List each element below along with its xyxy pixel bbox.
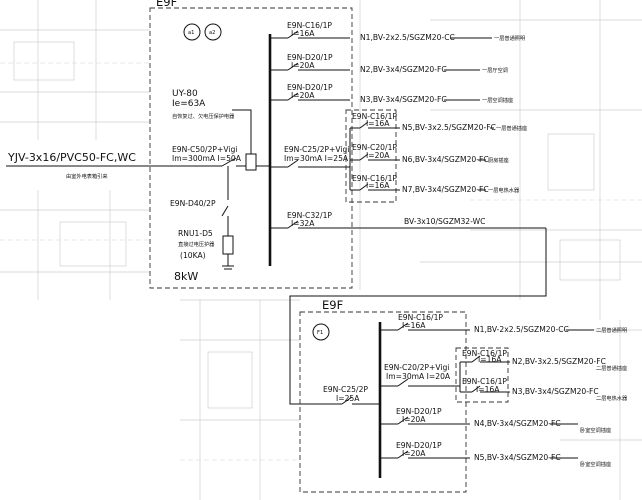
p2-circuit-bottom-1-breaker: E9N-D20/1P bbox=[396, 407, 442, 416]
symbol-a1-label: a1 bbox=[188, 30, 194, 36]
protector-model: UY-80 bbox=[172, 89, 198, 99]
spd-device bbox=[222, 235, 234, 255]
p1-circuit-3-desc: 一层空调插座 bbox=[482, 96, 513, 104]
symbol-a2-label: a2 bbox=[209, 30, 215, 36]
spd-breaker-label: E9N-D40/2P bbox=[170, 199, 216, 208]
symbol-a2: a2 bbox=[204, 23, 222, 41]
p2-circuit-bottom-2-desc: 卧室空调插座 bbox=[580, 460, 611, 468]
p1-rcd-breaker: E9N-C25/2P+Vigi bbox=[284, 145, 349, 154]
p1-sub-3-rating: I=16A bbox=[366, 181, 390, 190]
p2-main-rating: I=25A bbox=[336, 394, 360, 403]
p1-feeder: E9N-C32/1P I=32A BV-3x10/SGZM32-WC bbox=[270, 211, 547, 405]
p2-sub-1-rating: I=16A bbox=[478, 355, 502, 364]
p2-main-breaker: E9N-C25/2P bbox=[323, 385, 368, 394]
p1-sub-1-rating: I=16A bbox=[366, 119, 390, 128]
panel-2: E9F F1 E9N-C25/2P I=25A E9N-C16/1P I=16A… bbox=[299, 298, 628, 493]
p2-sub-1-cable: N2,BV-3x2.5/SGZM20-FC bbox=[512, 357, 606, 366]
symbol-a1: a1 bbox=[183, 23, 201, 41]
spd-note: 直接过电压护器 bbox=[178, 240, 215, 248]
p2-rcd-rating: Im=30mA I=20A bbox=[386, 372, 451, 381]
p2-sub-1-breaker: E9N-C16/1P bbox=[462, 349, 507, 358]
p2-sub-2-rating: I=16A bbox=[476, 385, 500, 394]
p1-sub-3-desc: 一层电热水器 bbox=[488, 186, 520, 194]
p2-sub-1-desc: 二层普通插座 bbox=[596, 364, 627, 372]
p1-rcd-group: E9N-C25/2P+Vigi Im=30mA I=25A E9N-C16/1P… bbox=[270, 109, 527, 203]
panel-1-label: E9F bbox=[156, 0, 177, 9]
symbol-f1: F1 bbox=[312, 323, 330, 341]
p2-rcd-group: E9N-C20/2P+Vigi Im=30mA I=20A E9N-C16/1P… bbox=[380, 347, 628, 403]
p2-circuit-bottom-2-cable: N5,BV-3x4/SGZM20-FC bbox=[474, 453, 561, 462]
p2-sub-2-breaker: E9N-C16/1P bbox=[462, 377, 507, 386]
p1-circuit-2-breaker: E9N-D20/1P bbox=[287, 53, 333, 62]
p2-rcd-breaker: E9N-C20/2P+Vigi bbox=[384, 363, 449, 372]
p1-circuit-1-cable: N1,BV-2x2.5/SGZM20-CC bbox=[360, 33, 455, 42]
main-breaker-rating: Im=300mA I=50A bbox=[172, 154, 242, 163]
protector-lead bbox=[232, 109, 252, 154]
p2-circuit-top-breaker: E9N-C16/1P bbox=[398, 313, 443, 322]
p2-sub-enclosure bbox=[455, 347, 509, 403]
p1-circuit-2: E9N-D20/1P I=20A N2,BV-3x4/SGZM20-FC 一层厅… bbox=[270, 53, 508, 74]
p2-circuit-bottom-2-breaker: E9N-D20/1P bbox=[396, 441, 442, 450]
panel-1: E9F a1 a2 YJV-3x16/PVC50-FC,WC 由室外电表箱引来 … bbox=[6, 0, 547, 405]
p1-sub-enclosure bbox=[345, 109, 397, 203]
panel-2-label: E9F bbox=[322, 298, 343, 312]
p2-circuit-top-desc: 二层普通照明 bbox=[596, 326, 627, 334]
main-breaker-symbol bbox=[221, 157, 270, 167]
p2-circuit-bottom-1: E9N-D20/1P I=20A N4,BV-3x4/SGZM20-FC 卧室空… bbox=[380, 407, 611, 434]
incoming-note: 由室外电表箱引来 bbox=[66, 172, 108, 180]
p1-circuit-1: E9N-C16/1P I=16A N1,BV-2x2.5/SGZM20-CC 一… bbox=[270, 21, 525, 42]
p2-circuit-bottom-2: E9N-D20/1P I=20A N5,BV-3x4/SGZM20-FC 卧室空… bbox=[380, 441, 611, 468]
p1-feeder-cable: BV-3x10/SGZM32-WC bbox=[404, 217, 485, 226]
p1-sub-1-breaker: E9N-C16/1P bbox=[352, 112, 397, 121]
p1-circuit-1-desc: 一层普通照明 bbox=[494, 34, 525, 42]
p2-circuit-bottom-1-desc: 卧室空调插座 bbox=[580, 426, 611, 434]
p2-circuit-top-rating: I=16A bbox=[402, 321, 426, 330]
p1-sub-1-desc: 一层普通插座 bbox=[496, 124, 527, 132]
p2-sub-2-cable: N3,BV-3x4/SGZM20-FC bbox=[512, 387, 599, 396]
p1-sub-2-desc: 厨房插座 bbox=[488, 156, 509, 164]
protector-current: Ie=63A bbox=[172, 99, 206, 109]
p2-circuit-bottom-2-rating: I=20A bbox=[402, 449, 426, 458]
p1-feeder-rating: I=32A bbox=[291, 219, 315, 228]
p1-rcd-rating: Im=30mA I=25A bbox=[284, 154, 349, 163]
p2-sub-2-desc: 二层电热水器 bbox=[596, 394, 628, 402]
main-breaker-model: E9N-C50/2P+Vigi bbox=[172, 145, 237, 154]
p1-sub-2-cable: N6,BV-3x4/SGZM20-FC bbox=[402, 155, 489, 164]
spd-model: RNU1-D5 bbox=[178, 229, 213, 238]
p1-circuit-2-rating: I=20A bbox=[291, 61, 315, 70]
feeder-route bbox=[289, 228, 547, 405]
p1-feeder-breaker: E9N-C32/1P bbox=[287, 211, 332, 220]
p1-circuit-1-rating: I=16A bbox=[291, 29, 315, 38]
protector-note: 自恢复过、欠电压保护电器 bbox=[172, 112, 235, 120]
p1-circuit-1-breaker: E9N-C16/1P bbox=[287, 21, 332, 30]
p1-circuit-3-rating: I=20A bbox=[291, 91, 315, 100]
spd-rating: (10KA) bbox=[180, 251, 206, 260]
spd-breaker-switch bbox=[221, 205, 229, 217]
p1-sub-1-cable: N5,BV-3x2.5/SGZM20-FC bbox=[402, 123, 496, 132]
p1-circuit-3-breaker: E9N-D20/1P bbox=[287, 83, 333, 92]
panel-1-enclosure bbox=[149, 7, 353, 289]
p1-sub-3-breaker: E9N-C16/1P bbox=[352, 174, 397, 183]
incoming-cable-label: YJV-3x16/PVC50-FC,WC bbox=[7, 151, 136, 164]
p2-circuit-bottom-1-cable: N4,BV-3x4/SGZM20-FC bbox=[474, 419, 561, 428]
p1-circuit-2-desc: 一层厅空调 bbox=[482, 66, 508, 74]
p2-circuit-bottom-1-rating: I=20A bbox=[402, 415, 426, 424]
panel-1-power: 8kW bbox=[174, 270, 198, 283]
p1-sub-3-cable: N7,BV-3x4/SGZM20-FC bbox=[402, 185, 489, 194]
p1-circuit-2-cable: N2,BV-3x4/SGZM20-FC bbox=[360, 65, 447, 74]
symbol-f1-label: F1 bbox=[317, 330, 323, 336]
p1-sub-2-rating: I=20A bbox=[366, 151, 390, 160]
p1-sub-2-breaker: E9N-C20/1P bbox=[352, 143, 397, 152]
p1-circuit-3-cable: N3,BV-3x4/SGZM20-FC bbox=[360, 95, 447, 104]
protector-unit bbox=[245, 153, 257, 171]
p2-circuit-top-cable: N1,BV-2x2.5/SGZM20-CC bbox=[474, 325, 569, 334]
p2-circuit-top: E9N-C16/1P I=16A N1,BV-2x2.5/SGZM20-CC 二… bbox=[380, 313, 627, 334]
p1-circuit-3: E9N-D20/1P I=20A N3,BV-3x4/SGZM20-FC 一层空… bbox=[270, 83, 513, 104]
